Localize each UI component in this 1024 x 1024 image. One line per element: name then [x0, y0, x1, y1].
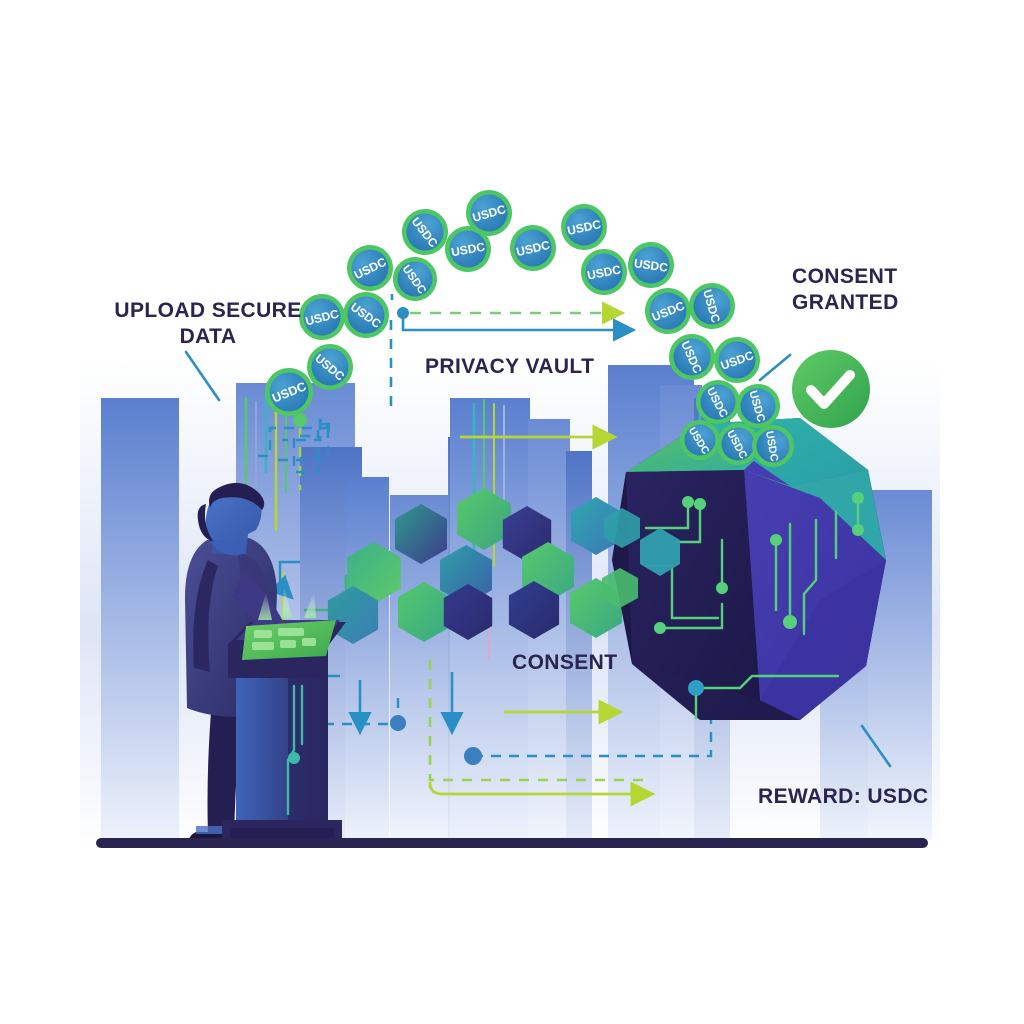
- usdc-coin: USDC: [343, 292, 389, 338]
- hexagon-node: [443, 584, 493, 640]
- usdc-coin: USDC: [265, 368, 313, 416]
- usdc-coin: USDC: [445, 226, 491, 272]
- coin-label: USDC: [633, 256, 669, 275]
- usdc-coin: USDC: [696, 380, 740, 424]
- usdc-coin: USDC: [347, 245, 393, 291]
- usdc-coin: USDC: [466, 190, 512, 236]
- coin-label: USDC: [450, 240, 486, 260]
- check-circle-icon: [792, 350, 870, 428]
- usdc-coin: USDC: [752, 425, 794, 467]
- kiosk-podium[interactable]: [222, 586, 346, 844]
- usdc-coin: USDC: [628, 242, 674, 288]
- label-reward-usdc: REWARD: USDC: [758, 785, 929, 808]
- usdc-coin: USDC: [299, 294, 345, 340]
- label-privacy-vault: PRIVACY VAULT: [425, 355, 595, 378]
- hexagon-node: [395, 504, 447, 564]
- hexagon-node: [440, 545, 492, 605]
- hexagon-node: [398, 582, 450, 642]
- usdc-coin: USDC: [669, 334, 715, 380]
- usdc-coin: USDC: [680, 420, 720, 460]
- usdc-coin: USDC: [307, 344, 353, 390]
- usdc-coin: USDC: [717, 423, 759, 465]
- label-consent: CONSENT: [512, 651, 618, 674]
- label-consent-granted: CONSENT GRANTED: [792, 265, 899, 314]
- usdc-coin: USDC: [736, 384, 780, 428]
- usdc-coin: USDC: [645, 288, 691, 334]
- usdc-coin: USDC: [581, 249, 627, 295]
- usdc-coin: USDC: [402, 209, 448, 255]
- coin-label: USDC: [763, 430, 780, 463]
- usdc-coin: USDC: [689, 283, 735, 329]
- hexagon-node: [508, 581, 560, 639]
- label-upload-secure-data: UPLOAD SECURE DATA: [114, 299, 302, 348]
- ground-line: [96, 838, 928, 848]
- hexagon-node: [457, 488, 511, 550]
- hexagon-node: [327, 586, 379, 644]
- leader-lines: [184, 350, 892, 768]
- usdc-coin: USDC: [510, 225, 556, 271]
- usdc-coin: USDC: [714, 337, 760, 383]
- hexagon-node: [347, 542, 401, 604]
- usdc-coin: USDC: [561, 204, 607, 250]
- usdc-coin: USDC: [393, 257, 437, 301]
- coin-label: USDC: [586, 262, 622, 282]
- coin-label: USDC: [566, 217, 602, 238]
- privacy-vault-graphic[interactable]: [602, 418, 886, 720]
